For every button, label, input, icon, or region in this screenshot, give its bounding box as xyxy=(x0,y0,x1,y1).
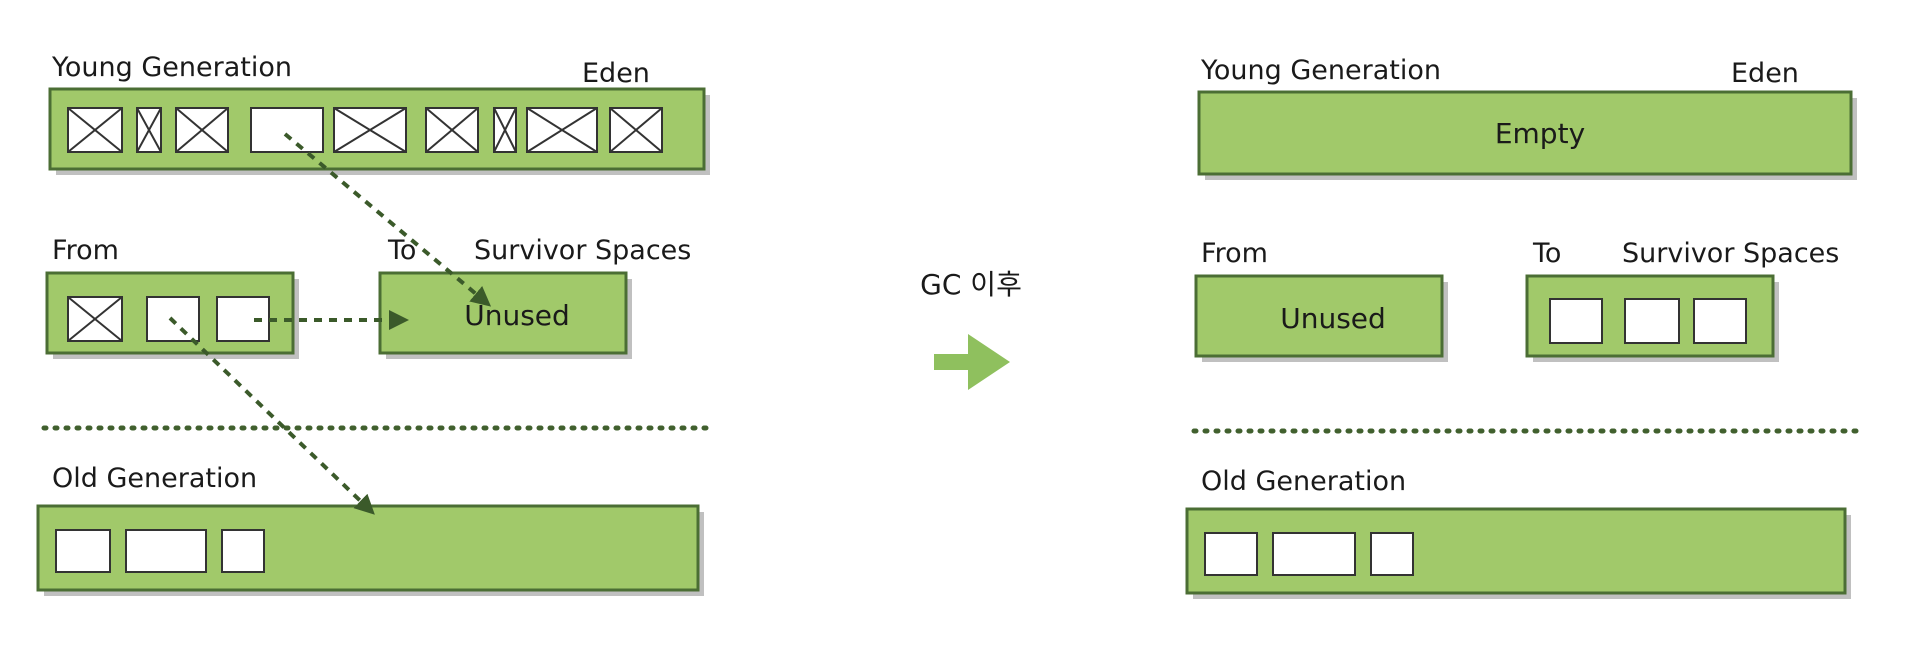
copy-arrows xyxy=(168,132,492,515)
dead-object xyxy=(175,107,229,153)
dead-object xyxy=(67,296,123,342)
old-object xyxy=(1272,532,1356,576)
after-panel: Young Generation Eden Empty From To Surv… xyxy=(1185,55,1859,599)
eden-space: Empty xyxy=(1197,90,1857,180)
dead-object xyxy=(526,107,598,153)
old-generation-space xyxy=(36,504,704,596)
dead-object xyxy=(609,107,663,153)
old-generation-label: Old Generation xyxy=(52,463,257,494)
promote-to-old-arrow xyxy=(168,316,375,515)
eden-space-text: Empty xyxy=(1495,117,1585,150)
from-space-text: Unused xyxy=(1280,302,1386,335)
dead-object xyxy=(67,107,123,153)
to-space xyxy=(1525,274,1779,362)
survivor-object xyxy=(1693,298,1747,344)
gc-transition-label: GC 이후 xyxy=(920,268,1022,301)
survivor-object xyxy=(1624,298,1680,344)
survivor-spaces-label: Survivor Spaces xyxy=(474,235,691,266)
from-space xyxy=(45,271,299,359)
old-object xyxy=(1204,532,1258,576)
eden-objects xyxy=(67,107,663,153)
old-object xyxy=(1370,532,1414,576)
old-object xyxy=(55,529,111,573)
old-generation-label: Old Generation xyxy=(1201,466,1406,497)
dead-object xyxy=(333,107,407,153)
old-generation-space xyxy=(1185,507,1851,599)
dead-object xyxy=(425,107,479,153)
to-space: Unused xyxy=(378,271,632,359)
from-label: From xyxy=(52,235,119,266)
right-arrow-icon xyxy=(934,334,1010,390)
dead-object xyxy=(493,107,517,153)
young-generation-label: Young Generation xyxy=(51,52,292,83)
eden-space xyxy=(48,87,710,175)
survivor-spaces-label: Survivor Spaces xyxy=(1622,238,1839,269)
to-label: To xyxy=(1532,238,1561,269)
to-space-text: Unused xyxy=(464,299,570,332)
old-object xyxy=(221,529,265,573)
eden-label: Eden xyxy=(582,58,650,89)
survivor-object xyxy=(1549,298,1603,344)
from-label: From xyxy=(1201,238,1268,269)
live-object xyxy=(250,107,324,153)
before-panel: Young Generation Eden xyxy=(36,52,711,596)
eden-label: Eden xyxy=(1731,58,1799,89)
dead-object xyxy=(136,107,162,153)
gc-transition: GC 이후 xyxy=(920,268,1022,390)
old-object xyxy=(125,529,207,573)
young-generation-label: Young Generation xyxy=(1200,55,1441,86)
from-space: Unused xyxy=(1194,274,1448,362)
